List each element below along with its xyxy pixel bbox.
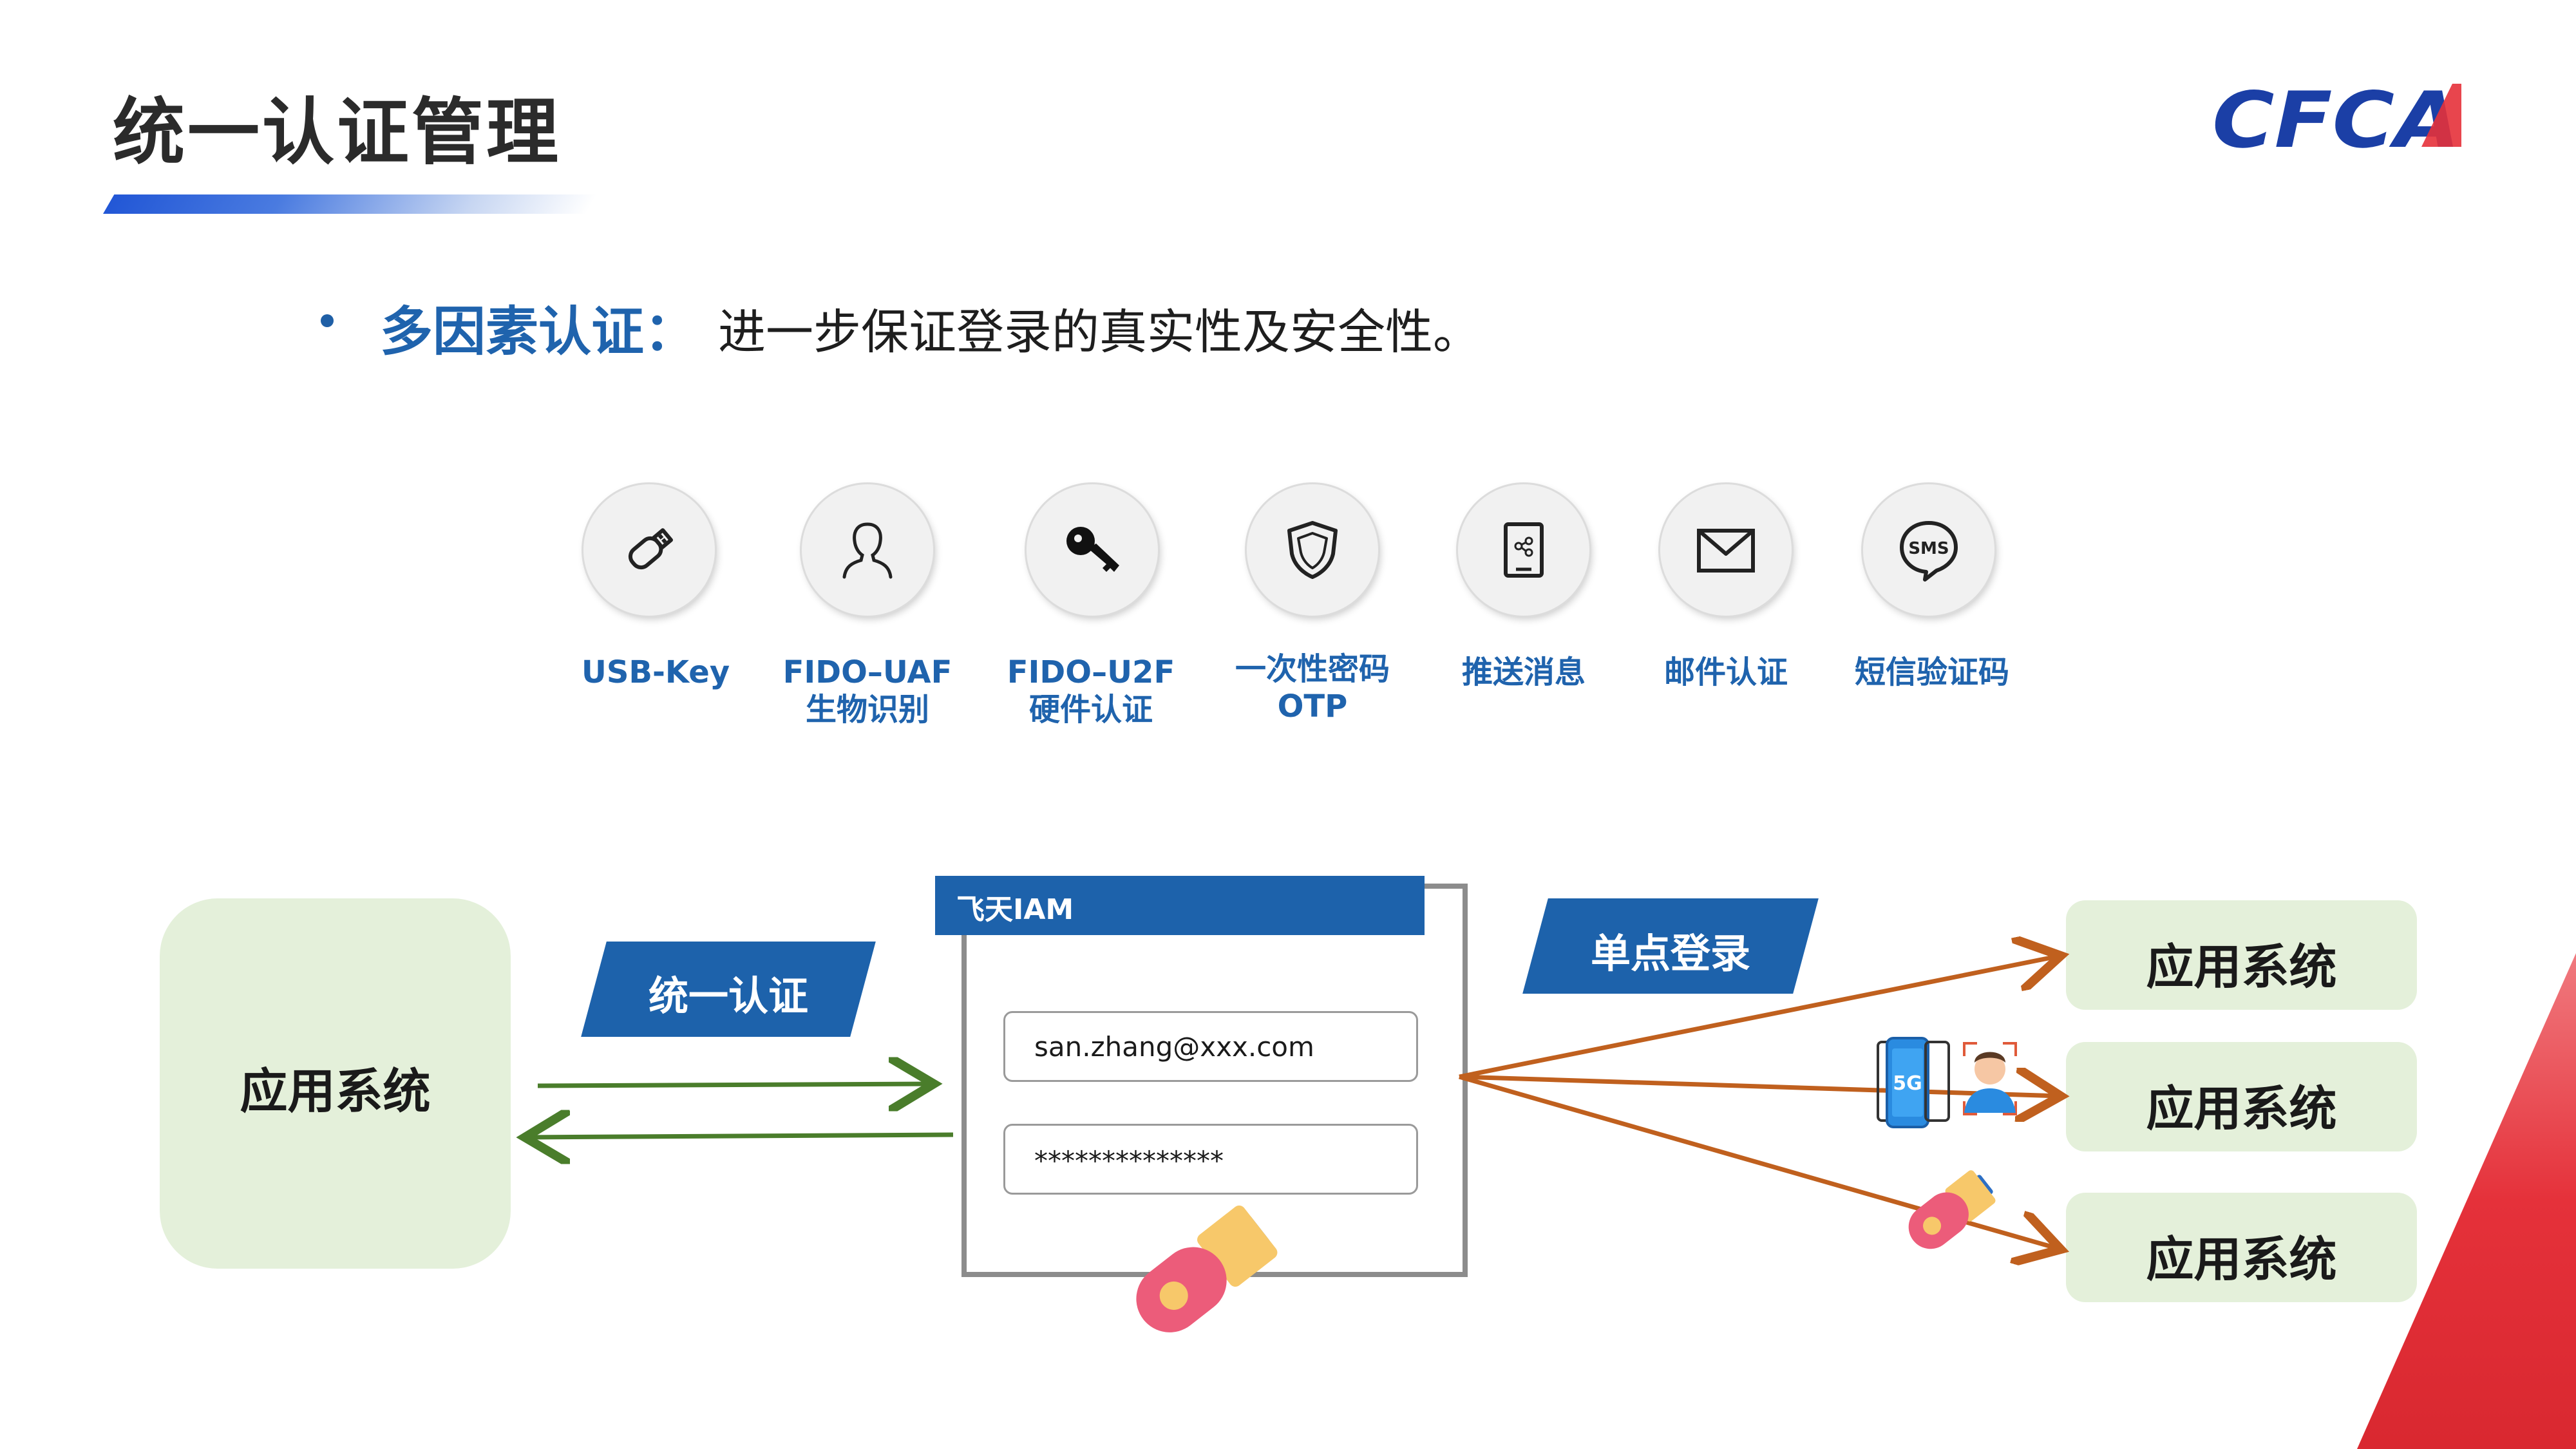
right-app-system-1: 应用系统 <box>2066 900 2417 1010</box>
factor-label-push: 推送消息 <box>1461 654 1586 690</box>
factor-label-sms: 短信验证码 <box>1854 654 2009 690</box>
usb-dongle-icon <box>1136 1205 1278 1332</box>
5g-phone-icon: 5G <box>1877 1037 1950 1128</box>
user-profile-icon <box>842 522 893 579</box>
factor-fido-u2f <box>1027 484 1158 616</box>
factor-otp <box>1247 484 1378 616</box>
arrow-from-iam <box>525 1135 954 1137</box>
bullet-heading: 多因素认证： <box>380 301 697 363</box>
factor-sms: SMS <box>1863 484 1994 616</box>
password-input[interactable]: ************** <box>1003 1124 1418 1195</box>
bullet-dot <box>321 314 334 327</box>
factor-usb-key <box>583 484 715 616</box>
iam-header <box>935 876 1425 935</box>
factor-fido-uaf <box>802 484 933 616</box>
shield-icon <box>1287 521 1338 579</box>
factor-email <box>1660 484 1792 616</box>
password-value: ************** <box>1034 1145 1224 1177</box>
push-message-icon <box>1504 522 1544 578</box>
right-app-label-3: 应用系统 <box>2146 1232 2337 1287</box>
svg-text:SMS: SMS <box>1908 539 1949 558</box>
face-scan-icon <box>1963 1042 2017 1115</box>
unified-auth-label: 统一认证 <box>648 972 808 1019</box>
left-app-system <box>160 898 511 1269</box>
factor-push <box>1458 484 1589 616</box>
cfca-logo: CFCA <box>2212 77 2461 161</box>
right-app-system-2: 应用系统 <box>2066 1042 2417 1151</box>
arrow-to-iam <box>537 1084 934 1086</box>
arrow-to-app-2 <box>1459 1077 2061 1096</box>
logo-text: CFCA <box>2212 77 2460 161</box>
page-title: 统一认证管理 <box>113 91 561 175</box>
sso-label: 单点登录 <box>1590 930 1750 977</box>
username-input[interactable]: san.zhang@xxx.com <box>1003 1011 1418 1082</box>
factor-label-usb-key: USB-Key <box>581 654 730 690</box>
iam-title: 飞天IAM <box>956 893 1074 926</box>
right-app-label-2: 应用系统 <box>2146 1081 2337 1137</box>
envelope-icon <box>1697 529 1755 573</box>
left-app-label: 应用系统 <box>240 1064 431 1119</box>
factor-label-email: 邮件认证 <box>1663 654 1788 690</box>
red-corner-accent <box>2357 953 2576 1449</box>
usb-key-icon <box>628 528 674 570</box>
sms-bubble-icon: SMS <box>1900 521 1958 582</box>
username-value: san.zhang@xxx.com <box>1034 1031 1314 1063</box>
right-app-label-1: 应用系统 <box>2146 940 2337 995</box>
usb-dongle-small-icon <box>1908 1170 1996 1249</box>
right-app-system-3: 应用系统 <box>2066 1193 2417 1302</box>
svg-text:5G: 5G <box>1893 1072 1922 1095</box>
arrow-to-app-1 <box>1459 956 2061 1079</box>
bullet-body: 进一步保证登录的真实性及安全性。 <box>718 305 1481 360</box>
key-icon <box>1066 527 1119 572</box>
